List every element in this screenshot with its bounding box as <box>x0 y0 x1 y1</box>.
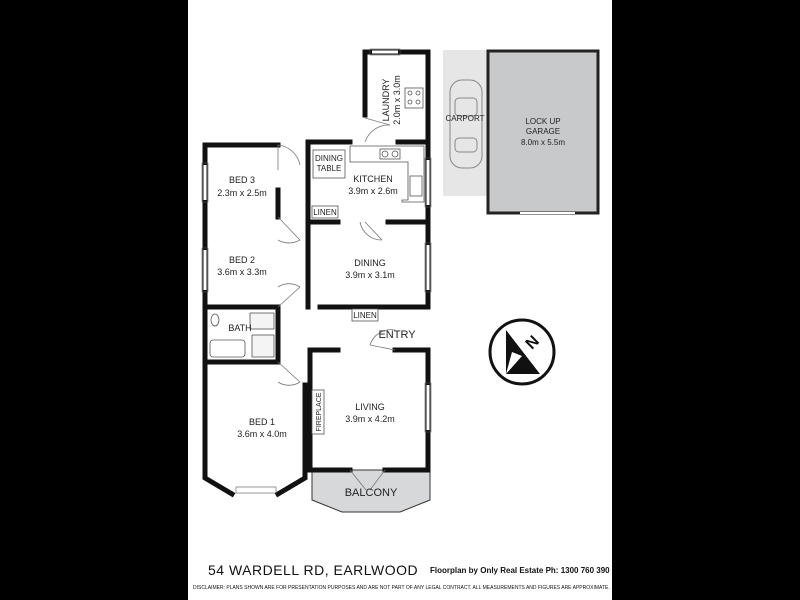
linen-label-lower: LINEN <box>353 311 377 320</box>
laundry-fixtures <box>404 87 424 109</box>
bed1-name: BED 1 <box>249 417 275 427</box>
linen-cupboard-lower <box>351 308 379 322</box>
carport-label: CARPORT <box>446 114 485 123</box>
garage-label: LOCK UP <box>525 117 560 126</box>
linen-label-upper: LINEN <box>313 208 337 217</box>
entry-label: ENTRY <box>378 329 416 341</box>
dining-table-label: DINING <box>315 154 343 163</box>
dining-size: 3.9m x 3.1m <box>345 270 395 280</box>
kitchen-size: 3.9m x 2.6m <box>348 186 398 196</box>
laundry-label: LAUNDRY 2.0m x 3.0m <box>381 75 402 125</box>
garage-label-line2: GARAGE <box>526 127 560 136</box>
compass-icon: N <box>488 318 556 386</box>
bed3-size: 2.3m x 2.5m <box>217 188 267 198</box>
laundry-name: LAUNDRY <box>381 79 391 122</box>
linen-cupboard-upper <box>311 205 339 219</box>
bed2-name: BED 2 <box>229 255 255 265</box>
bath-fixtures <box>209 312 275 358</box>
compass-north-label: N <box>523 333 543 353</box>
bed1-size: 3.6m x 4.0m <box>237 429 287 439</box>
bath-label: BATH <box>228 323 251 333</box>
windows <box>203 50 430 492</box>
disclaimer: DISCLAIMER: PLANS SHOWN ARE FOR PRESENTA… <box>193 585 610 591</box>
garage-size: 8.0m x 5.5m <box>521 138 565 147</box>
walls <box>202 49 431 498</box>
kitchen-benches <box>349 145 425 203</box>
window-frames <box>201 48 432 494</box>
bed3-name: BED 3 <box>229 175 255 185</box>
door-swings <box>277 117 396 491</box>
dining-table-label-line2: TABLE <box>317 164 342 173</box>
living-size: 3.9m x 4.2m <box>345 414 395 424</box>
fireplace-box <box>311 389 325 435</box>
property-address: 54 WARDELL RD, EARLWOOD <box>208 562 419 578</box>
balcony-label: BALCONY <box>345 487 398 499</box>
bed2-size: 3.6m x 3.3m <box>217 267 267 277</box>
kitchen-name: KITCHEN <box>353 174 393 184</box>
living-name: LIVING <box>355 402 385 412</box>
laundry-size: 2.0m x 3.0m <box>392 75 402 125</box>
car-icon <box>449 79 483 169</box>
dining-table-box <box>312 149 346 179</box>
floorplan-credit: Floorplan by Only Real Estate Ph: 1300 7… <box>430 566 610 575</box>
fireplace-label: FIREPLACE <box>316 392 323 431</box>
dining-name: DINING <box>354 258 386 268</box>
